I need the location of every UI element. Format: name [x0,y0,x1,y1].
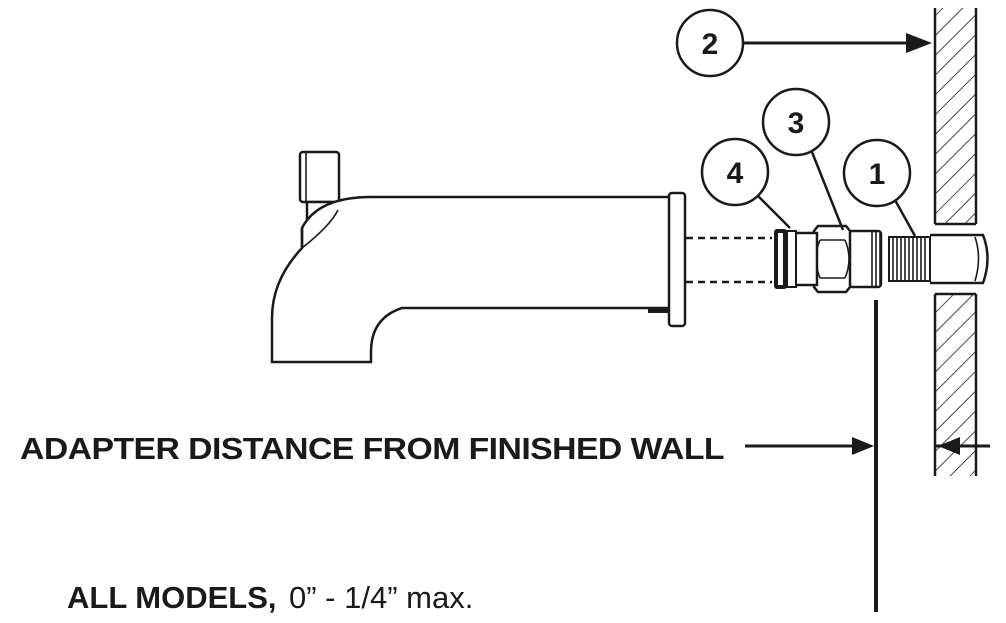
pipe-threads [888,236,931,282]
callout-4: 4 [700,137,791,229]
tub-spout [270,150,687,364]
o-ring [774,229,797,289]
callout-3: 3 [761,87,845,231]
callout-3-number: 3 [788,107,805,140]
callout-4-number: 4 [727,157,744,190]
adapter-distance-dimension [745,300,990,612]
adapter-fitting [793,224,883,294]
all-models-label: ALL MODELS, [67,580,277,615]
adapter-distance-label: ADAPTER DISTANCE FROM FINISHED WALL [20,431,724,466]
supply-pipe [930,233,989,285]
all-models-note: ALL MODELS, 0” - 1/4” max. [67,580,473,615]
callout-2: 2 [675,8,932,78]
callout-2-number: 2 [702,28,719,61]
callout-1-number: 1 [869,158,886,191]
all-models-range: 0” - 1/4” max. [289,580,473,615]
hidden-shank-lines [686,236,772,284]
finished-wall [933,8,978,476]
callout-1: 1 [842,138,917,237]
